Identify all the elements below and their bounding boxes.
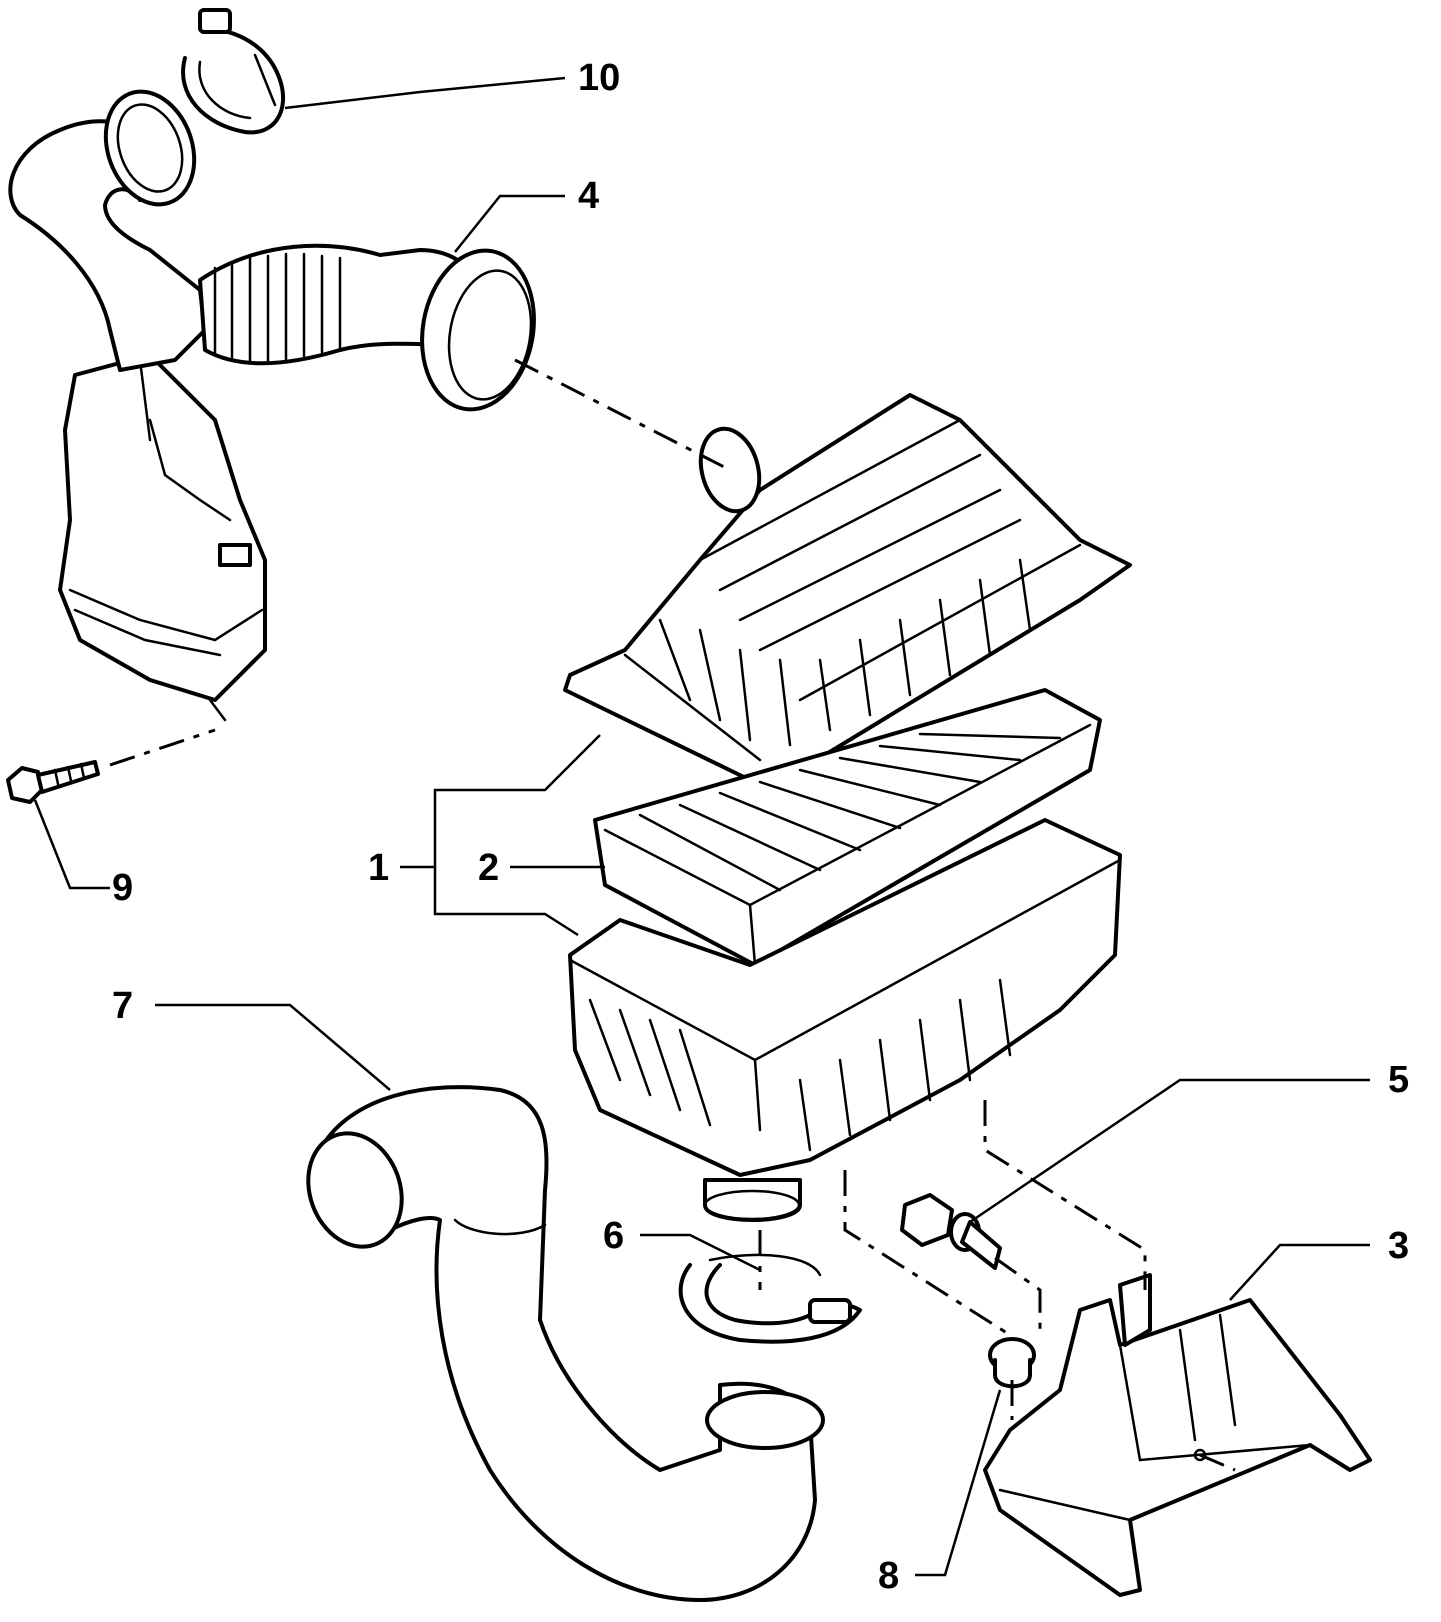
callout-10: 10 xyxy=(578,57,620,99)
filter-housing-body-part-1 xyxy=(568,818,1122,1222)
bolt-part-9 xyxy=(6,760,100,804)
callout-8: 8 xyxy=(878,1555,899,1597)
callout-7: 7 xyxy=(112,985,133,1027)
callout-3: 3 xyxy=(1388,1225,1409,1267)
callout-4: 4 xyxy=(578,175,599,217)
lower-intake-hose-part-7 xyxy=(306,1085,825,1602)
leader-lines xyxy=(33,76,1370,1577)
callout-labels: 10 4 1 2 9 7 5 3 6 8 xyxy=(112,57,1409,1597)
callout-2: 2 xyxy=(478,847,499,889)
assembly-axis-lines xyxy=(109,358,1236,1472)
callout-6: 6 xyxy=(603,1215,624,1257)
hose-clamp-part-10 xyxy=(181,8,286,135)
grommet-part-8 xyxy=(988,1337,1036,1389)
band-clamp-part-6 xyxy=(678,1253,862,1344)
mounting-bracket-part-3 xyxy=(983,1273,1372,1597)
filter-housing-cover-part-1 xyxy=(563,393,1132,782)
bolt-part-5 xyxy=(900,1193,1002,1270)
callout-5: 5 xyxy=(1388,1059,1409,1101)
callout-1: 1 xyxy=(368,847,389,889)
callout-9: 9 xyxy=(112,867,133,909)
filter-element-part-2 xyxy=(593,688,1102,967)
upper-intake-duct-part-4 xyxy=(8,89,536,722)
